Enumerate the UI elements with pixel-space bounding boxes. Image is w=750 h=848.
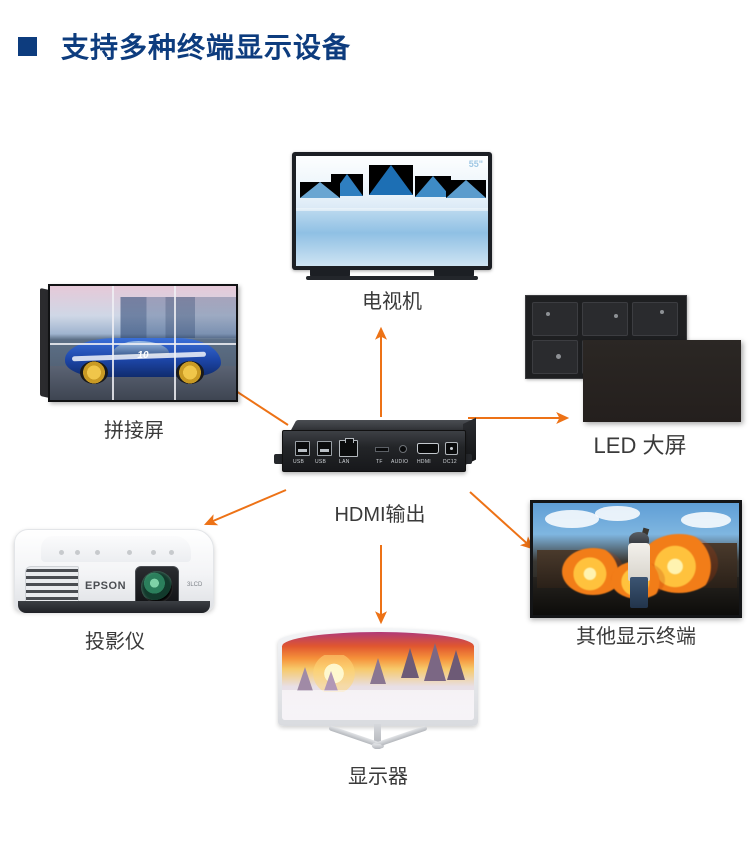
audio-port: [399, 445, 407, 453]
monitor-bezel: [278, 628, 478, 726]
led-screw-dot: [660, 310, 664, 314]
monitor-tree: [324, 670, 339, 691]
tv-stand-right: [434, 269, 474, 278]
monitor-tree: [297, 667, 314, 692]
led-illustration: [525, 295, 741, 422]
projector-button: [95, 550, 100, 555]
port-label-usb-1: USB: [293, 459, 305, 465]
usb-port-2: [317, 441, 332, 456]
game-cloud: [681, 511, 731, 528]
led-screw-dot: [546, 312, 550, 316]
caption-game-display: 其他显示终端: [576, 626, 696, 648]
tv-mountain-peak-2: [368, 164, 413, 195]
port-label-usb-2: USB: [315, 459, 327, 465]
projector-tech-label: 3LCD: [187, 582, 203, 588]
videowall-car-number: 10: [137, 349, 149, 361]
projector-button: [127, 550, 132, 555]
arrow-to-projector: [203, 489, 287, 526]
tv-mountain-peak-5: [445, 180, 486, 199]
projector-button: [169, 550, 174, 555]
led-front-panel: [583, 340, 741, 422]
game-character-helmet: [628, 532, 650, 547]
dc12-power-port: [445, 442, 458, 455]
game-cloud: [594, 506, 641, 521]
port-label-lan: LAN: [339, 459, 350, 465]
led-screw-dot: [556, 354, 561, 359]
game-display-illustration: [530, 500, 742, 622]
monitor-tree: [424, 642, 447, 681]
projector-brand-label: EPSON: [85, 580, 127, 592]
game-cloud: [545, 509, 599, 528]
videowall-car-wheel-rear: [176, 361, 205, 385]
port-label-hdmi: HDMI: [417, 459, 431, 465]
monitor-tree: [370, 658, 387, 685]
videowall-screen: 10: [50, 286, 236, 400]
tv-illustration: 55": [292, 152, 492, 282]
led-module-cell: [532, 340, 578, 374]
device-front-face: USB USB LAN TF AUDIO HDMI DC12: [282, 430, 466, 472]
device-mount-ear-left: [274, 454, 286, 464]
videowall-illustration: 10: [40, 284, 240, 404]
arrow-to-game: [469, 491, 534, 550]
monitor-screen: [282, 632, 474, 720]
port-label-audio: AUDIO: [391, 459, 409, 465]
hdmi-port: [417, 443, 439, 454]
caption-tv: 电视机: [362, 291, 422, 313]
projector-button: [75, 550, 80, 555]
device-mount-ear-right: [460, 454, 472, 464]
tv-base-bar: [306, 276, 478, 280]
tf-card-slot: [375, 447, 389, 452]
videowall-seam-horizontal: [50, 343, 236, 345]
game-character-legs: [629, 576, 649, 609]
videowall-city-backdrop: [50, 297, 236, 339]
media-player-device: USB USB LAN TF AUDIO HDMI DC12: [274, 417, 478, 478]
projector-lens: [141, 571, 173, 603]
caption-projector: 投影仪: [85, 631, 145, 653]
led-module-cell: [582, 302, 628, 336]
usb-port-1: [295, 441, 310, 456]
caption-led: LED 大屏: [593, 433, 687, 458]
heading-bullet-square: [18, 36, 37, 56]
tv-stand-left: [310, 269, 350, 278]
videowall-car-wheel-front: [79, 361, 108, 385]
page-title: 支持多种终端显示设备: [61, 32, 352, 63]
monitor-snow-ground: [282, 690, 474, 720]
lan-port: [339, 438, 358, 457]
projector-illustration: EPSON 3LCD: [10, 515, 220, 625]
tv-screen: 55": [296, 156, 488, 266]
monitor-tree: [401, 647, 420, 678]
game-character-body: [627, 543, 651, 582]
led-screw-dot: [614, 314, 618, 318]
caption-monitor: 显示器: [348, 766, 408, 788]
monitor-stand-neck: [374, 724, 381, 748]
page-heading: 支持多种终端显示设备: [0, 18, 750, 74]
monitor-stand-foot-center: [373, 744, 382, 749]
projector-button: [151, 550, 156, 555]
tv-water-reflection: [296, 211, 488, 266]
caption-hdmi-output: HDMI输出: [334, 504, 426, 526]
projector-top-panel: [41, 536, 191, 562]
monitor-tree: [447, 649, 466, 680]
led-module-cell: [632, 302, 678, 336]
caption-videowall: 拼接屏: [104, 420, 164, 442]
projector-button: [59, 550, 64, 555]
game-display-bezel: [530, 500, 742, 618]
tv-mountain-peak-4: [299, 182, 340, 199]
game-display-screen: [533, 503, 739, 615]
tv-bezel: 55": [292, 152, 492, 270]
led-module-cell: [532, 302, 578, 336]
port-label-tf: TF: [376, 459, 383, 465]
projector-body: EPSON 3LCD: [14, 529, 214, 611]
tv-size-badge: 55": [468, 159, 483, 169]
projector-base: [18, 601, 210, 613]
port-label-dc12: DC12: [443, 459, 457, 465]
monitor-illustration: [278, 628, 478, 758]
videowall-frame: 10: [48, 284, 238, 402]
